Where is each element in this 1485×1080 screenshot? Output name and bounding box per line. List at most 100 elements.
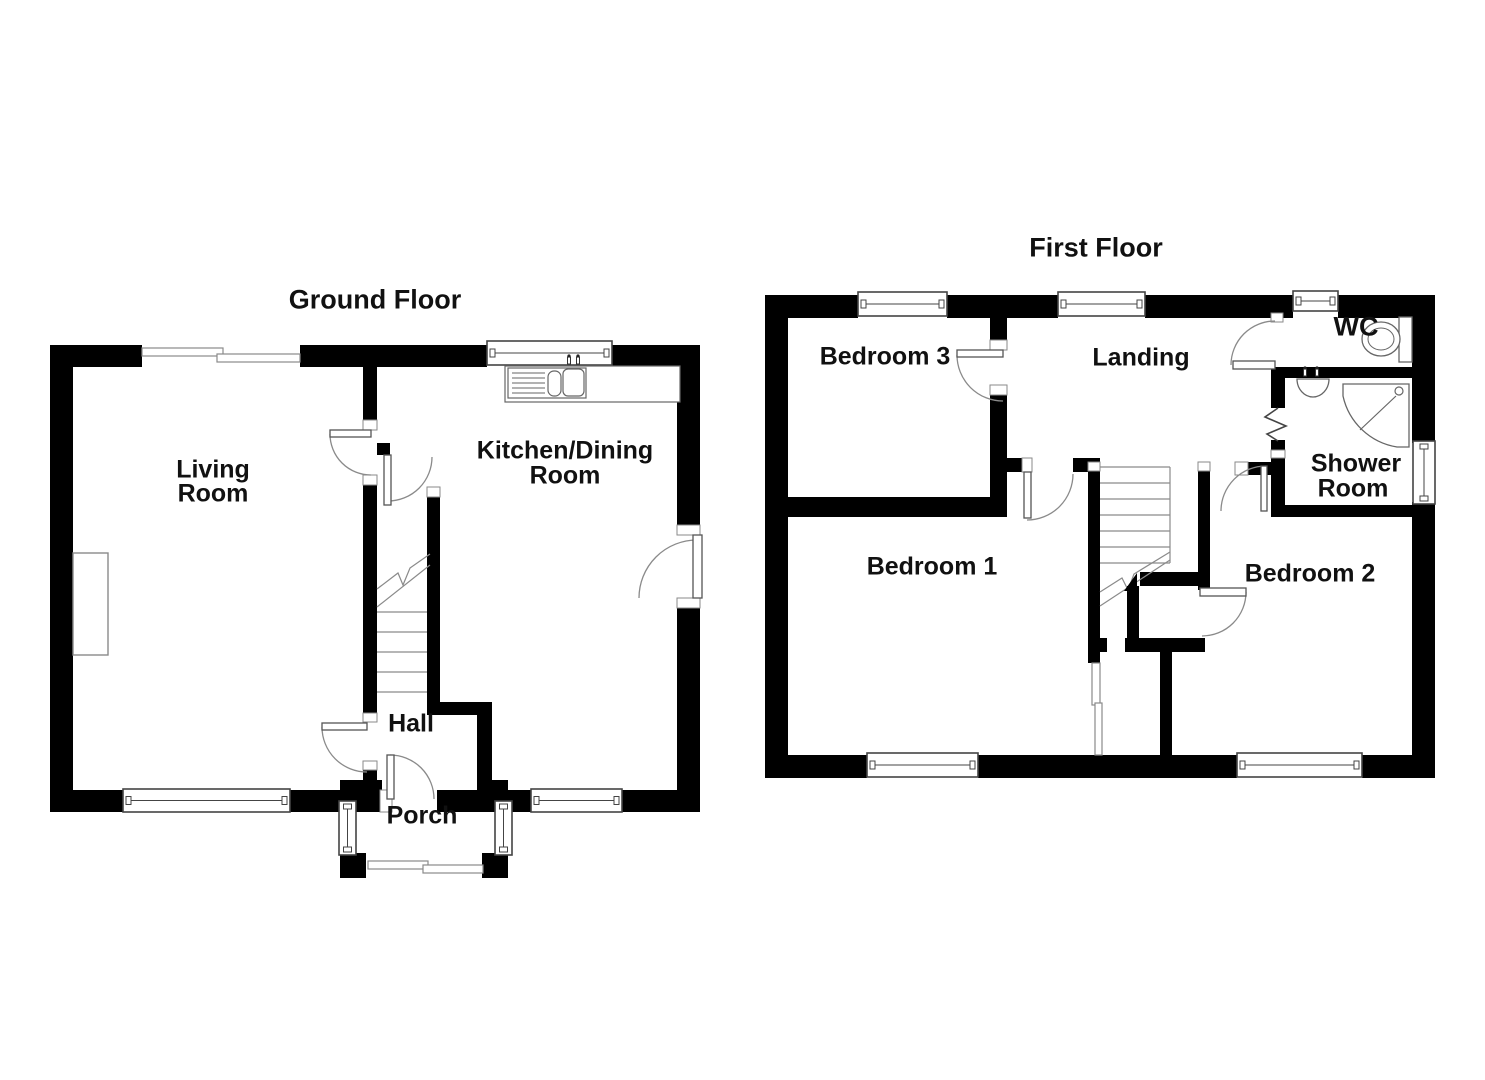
wall: [1127, 586, 1139, 652]
sink-tap-dot: [576, 354, 580, 358]
stairs-ground-break-zig: [376, 553, 431, 590]
window-cap: [281, 796, 288, 805]
door-leaf: [1199, 587, 1247, 597]
wall: [363, 367, 377, 430]
first-floor-title: First Floor: [1029, 232, 1163, 263]
door-arc: [389, 754, 435, 800]
bedroom1-label: Bedroom 1: [866, 552, 998, 581]
wall: [1007, 458, 1024, 472]
wall: [765, 295, 788, 778]
door-jamb: [362, 760, 378, 771]
window-cap: [343, 846, 352, 853]
sink-tap: [567, 356, 571, 365]
stairs-first-arrow: [1124, 573, 1137, 591]
wall: [978, 755, 1237, 778]
wall: [1412, 295, 1435, 443]
wall: [1160, 652, 1172, 755]
door-leaf: [956, 349, 1004, 358]
wall: [300, 345, 487, 367]
basin-tap: [1303, 368, 1307, 377]
door-leaf: [386, 754, 395, 800]
wall: [677, 598, 700, 812]
living-room-label-line1: Living: [176, 455, 250, 484]
door-jamb: [1270, 312, 1284, 323]
window-cap: [1060, 299, 1067, 309]
window-cap: [938, 299, 945, 309]
thin-panel: [422, 864, 484, 874]
wall: [363, 770, 377, 792]
wall: [482, 853, 508, 878]
wall: [1271, 458, 1285, 513]
wall: [363, 485, 377, 713]
window-cap: [1239, 760, 1246, 770]
thin-panel: [367, 860, 429, 870]
wall: [427, 702, 492, 715]
wall: [1271, 505, 1418, 517]
wall: [290, 790, 382, 812]
door-leaf: [383, 454, 392, 506]
wall: [482, 780, 508, 803]
door-jamb: [1021, 457, 1033, 473]
door-jamb: [362, 419, 378, 431]
sink-oval: [547, 370, 562, 397]
door-jamb: [989, 339, 1008, 351]
shower-room-label-line2: Room: [1317, 474, 1389, 503]
door-leaf: [1023, 471, 1032, 519]
wall: [1271, 440, 1285, 450]
door-arc: [387, 456, 433, 502]
toilet-cistern: [1398, 316, 1413, 363]
door-jamb: [989, 384, 1008, 396]
door-leaf: [692, 534, 703, 599]
wall: [1271, 367, 1283, 378]
door-jamb: [426, 486, 441, 498]
door-arc: [1220, 465, 1267, 512]
window-cap: [613, 796, 620, 805]
door-jamb: [1270, 449, 1286, 459]
wall: [677, 345, 700, 535]
window-cap: [499, 846, 508, 853]
basin-tap-dot: [1315, 366, 1319, 370]
wash-basin: [1296, 378, 1330, 398]
kitchen-dining-label-line2: Room: [529, 461, 601, 490]
thin-panel: [1094, 702, 1103, 756]
wall: [765, 755, 867, 778]
door-arc: [1026, 473, 1074, 521]
wall: [1198, 462, 1210, 590]
door-leaf: [321, 722, 368, 731]
fireplace: [72, 552, 109, 656]
door-arc: [321, 726, 368, 773]
door-arc: [956, 354, 1004, 402]
ground-floor-title: Ground Floor: [288, 284, 462, 315]
door-jamb: [676, 524, 701, 536]
window-cap: [1136, 299, 1143, 309]
wall: [990, 395, 1007, 517]
wall: [1090, 638, 1107, 652]
basin-tap-dot: [1303, 366, 1307, 370]
wall: [1338, 295, 1435, 318]
wall: [477, 715, 492, 792]
wall: [1412, 502, 1435, 778]
thin-panel: [141, 347, 224, 357]
window-cap: [489, 348, 496, 358]
window-cap: [1419, 495, 1429, 502]
door-arc: [1201, 591, 1247, 637]
toilet-bowl: [1361, 321, 1401, 357]
door-jamb: [676, 597, 701, 609]
window-cap: [125, 796, 132, 805]
door-jamb: [1087, 461, 1101, 472]
door-arc: [1230, 320, 1276, 366]
basin-tap: [1315, 368, 1319, 377]
hall-label: Hall: [388, 709, 434, 738]
window-cap: [533, 796, 540, 805]
window-cap: [860, 299, 867, 309]
shower-room-label-line1: Shower: [1310, 449, 1402, 478]
living-room-label-line2: Room: [177, 479, 249, 508]
window-cap: [869, 760, 876, 770]
window-cap: [1329, 296, 1336, 306]
bedroom2-label: Bedroom 2: [1244, 559, 1376, 588]
kitchen-dining-label-line1: Kitchen/Dining: [476, 436, 654, 465]
wall: [788, 497, 1003, 517]
wall: [1125, 638, 1205, 652]
